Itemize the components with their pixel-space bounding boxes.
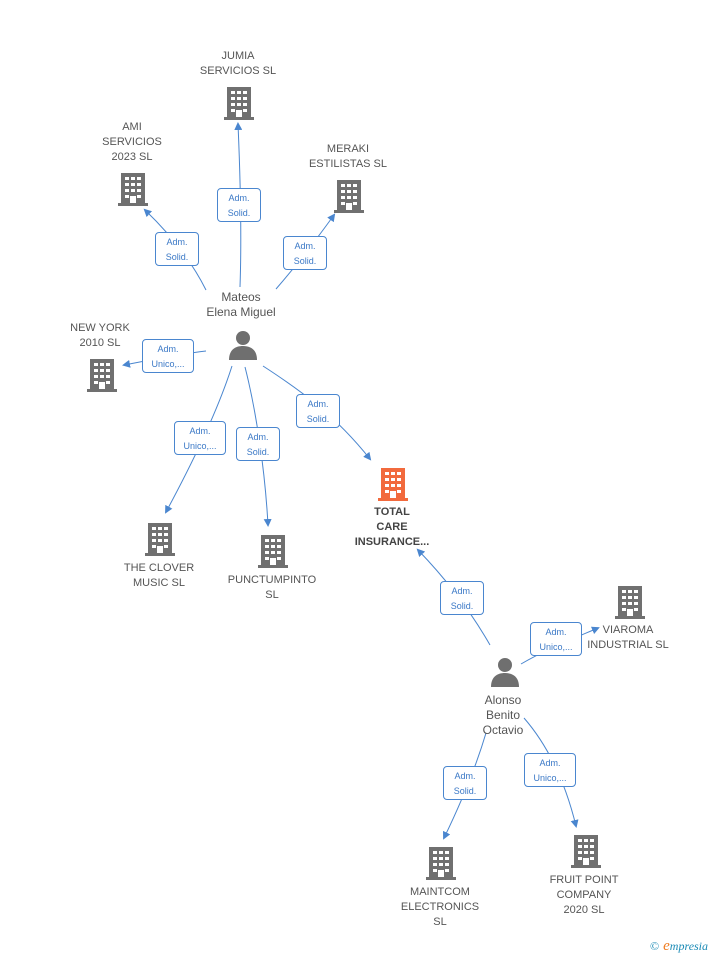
company-name-line: MERAKI <box>326 143 370 155</box>
role-line: Adm. <box>539 758 561 768</box>
company-name-line: VIAROMA <box>602 624 654 636</box>
building-icon[interactable] <box>117 171 149 212</box>
company-name-line: 2010 SL <box>79 337 121 349</box>
company-name-line: SERVICIOS <box>102 136 162 148</box>
company-ami[interactable]: AMI SERVICIOS 2023 SL <box>102 120 162 165</box>
building-icon[interactable] <box>377 466 409 507</box>
person-name-line: Alonso <box>484 693 522 707</box>
company-name-line: AMI <box>122 121 142 133</box>
role-line: Adm. <box>545 627 567 637</box>
company-name-line: INSURANCE... <box>354 536 430 548</box>
company-name-line: 2023 SL <box>111 151 153 163</box>
company-fruit-point[interactable]: FRUIT POINT COMPANY 2020 SL <box>550 873 619 918</box>
company-name-line: FRUIT POINT <box>549 874 619 886</box>
edge-label-alonso-total: Adm. Solid. <box>440 581 484 615</box>
company-name-line: JUMIA <box>221 50 255 62</box>
role-line: Adm. <box>189 426 211 436</box>
role-line: Adm. <box>307 399 329 409</box>
role-line: Solid. <box>293 256 317 266</box>
company-name-line: SERVICIOS SL <box>199 65 277 77</box>
building-icon[interactable] <box>223 85 255 126</box>
company-name-line: SL <box>265 589 279 601</box>
brand-initial: e <box>663 938 670 954</box>
role-line: Adm. <box>228 193 250 203</box>
person-name-line: Benito <box>485 708 521 722</box>
brand-name: mpresia <box>669 939 709 953</box>
building-icon[interactable] <box>144 521 176 562</box>
building-icon[interactable] <box>425 845 457 886</box>
role-line: Solid. <box>165 252 189 262</box>
company-name-line: ESTILISTAS SL <box>308 158 388 170</box>
company-clover[interactable]: THE CLOVER MUSIC SL <box>124 561 194 591</box>
company-name-line: THE CLOVER <box>123 562 195 574</box>
company-total-care[interactable]: TOTAL CARE INSURANCE... <box>355 505 430 550</box>
company-name-line: MAINTCOM <box>410 886 470 898</box>
role-line: Unico,... <box>151 359 185 369</box>
edge-label-alonso-fruit: Adm. Unico,... <box>524 753 576 787</box>
role-line: Adm. <box>454 771 476 781</box>
building-icon[interactable] <box>614 584 646 625</box>
person-icon[interactable] <box>227 329 259 366</box>
role-line: Adm. <box>247 432 269 442</box>
company-name-line: NEW YORK <box>70 322 130 334</box>
edge-label-mateos-clover: Adm. Unico,... <box>174 421 226 455</box>
person-icon[interactable] <box>489 656 521 693</box>
company-name-line: MUSIC SL <box>133 577 185 589</box>
company-name-line: CARE <box>376 521 408 533</box>
role-line: Unico,... <box>539 642 573 652</box>
edge-label-alonso-viaroma: Adm. Unico,... <box>530 622 582 656</box>
role-line: Solid. <box>246 447 270 457</box>
role-line: Adm. <box>451 586 473 596</box>
edge-label-mateos-punctum: Adm. Solid. <box>236 427 280 461</box>
building-icon[interactable] <box>333 178 365 219</box>
company-jumia[interactable]: JUMIA SERVICIOS SL <box>200 49 276 79</box>
building-icon[interactable] <box>257 533 289 574</box>
person-name-line: Elena Miguel <box>206 305 276 319</box>
company-name-line: 2020 SL <box>563 904 605 916</box>
role-line: Unico,... <box>533 773 567 783</box>
edge-label-mateos-meraki: Adm. Solid. <box>283 236 327 270</box>
edge-label-alonso-maintcom: Adm. Solid. <box>443 766 487 800</box>
company-name-line: TOTAL <box>374 506 410 518</box>
copyright-icon: © <box>650 939 660 953</box>
person-alonso[interactable]: Alonso Benito Octavio <box>483 693 524 738</box>
company-name-line: COMPANY <box>556 889 612 901</box>
building-icon[interactable] <box>570 833 602 874</box>
role-line: Adm. <box>166 237 188 247</box>
edge-label-mateos-newyork: Adm. Unico,... <box>142 339 194 373</box>
company-name-line: INDUSTRIAL SL <box>587 639 669 651</box>
edge-label-mateos-total: Adm. Solid. <box>296 394 340 428</box>
role-line: Solid. <box>306 414 330 424</box>
edge-label-mateos-jumia: Adm. Solid. <box>217 188 261 222</box>
company-viaroma[interactable]: VIAROMA INDUSTRIAL SL <box>587 623 669 653</box>
role-line: Adm. <box>294 241 316 251</box>
company-newyork[interactable]: NEW YORK 2010 SL <box>70 321 130 351</box>
role-line: Solid. <box>453 786 477 796</box>
role-line: Adm. <box>157 344 179 354</box>
role-line: Solid. <box>450 601 474 611</box>
company-punctum[interactable]: PUNCTUMPINTO SL <box>228 573 316 603</box>
company-name-line: SL <box>433 916 447 928</box>
company-meraki[interactable]: MERAKI ESTILISTAS SL <box>309 142 387 172</box>
company-name-line: PUNCTUMPINTO <box>227 574 317 586</box>
role-line: Solid. <box>227 208 251 218</box>
company-name-line: ELECTRONICS <box>400 901 480 913</box>
company-maintcom[interactable]: MAINTCOM ELECTRONICS SL <box>401 885 479 930</box>
edge-label-mateos-ami: Adm. Solid. <box>155 232 199 266</box>
brand-watermark[interactable]: ©empresia <box>650 938 708 955</box>
role-line: Unico,... <box>183 441 217 451</box>
building-icon[interactable] <box>86 357 118 398</box>
person-name-line: Mateos <box>221 290 261 304</box>
person-name-line: Octavio <box>482 723 524 737</box>
person-mateos[interactable]: Mateos Elena Miguel <box>206 290 275 320</box>
